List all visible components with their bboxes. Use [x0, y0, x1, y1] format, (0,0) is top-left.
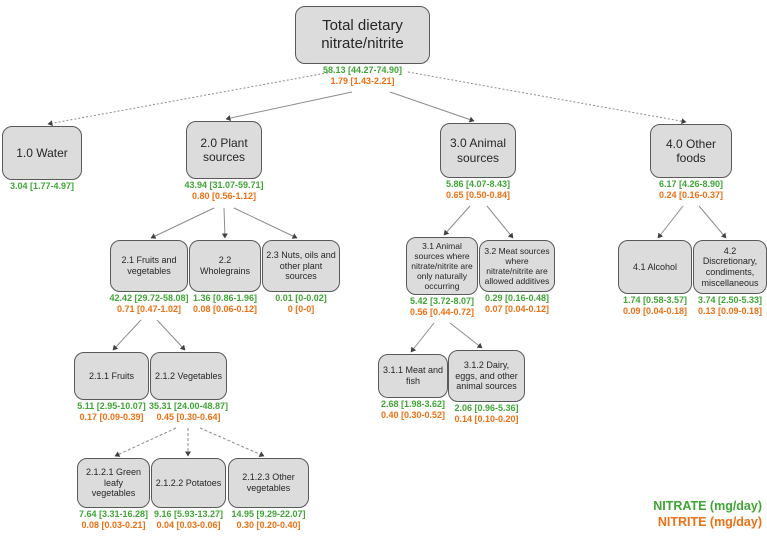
node-label: 2.2 Wholegrains	[199, 255, 251, 276]
node-animal-naturally-occurring: 3.1 Animal sources where nitrate/nitrite…	[406, 237, 478, 317]
nitrate-value: 2.68 [1.98-3.62]	[380, 399, 446, 409]
node-vegetables: 2.1.2 Vegetables 35.31 [24.00-48.87] 0.4…	[149, 352, 228, 422]
node-potatoes: 2.1.2.2 Potatoes 9.16 [5.93-13.27] 0.04 …	[151, 458, 226, 530]
node-values: 0.29 [0.16-0.48] 0.07 [0.04-0.12]	[485, 293, 549, 316]
node-label: 2.3 Nuts, oils and other plant sources	[266, 250, 336, 282]
node-fruits-and-vegetables: 2.1 Fruits and vegetables 42.42 [29.72-5…	[109, 240, 189, 314]
node-discretionary-condiments: 4.2 Discretionary, condiments, miscellan…	[693, 240, 767, 316]
nitrate-value: 35.31 [24.00-48.87]	[148, 401, 229, 411]
node-plant-sources: 2.0 Plant sources 43.94 [31.07-59.71] 0.…	[184, 121, 264, 201]
node-dairy-eggs-other-animal: 3.1.2 Dairy, eggs, and other animal sour…	[448, 350, 525, 424]
legend: NITRATE (mg/day) NITRITE (mg/day)	[653, 498, 762, 531]
nitrate-value: 58.13 [44.27-74.90]	[322, 65, 403, 75]
node-animal-sources: 3.0 Animal sources 5.86 [4.07-8.43] 0.65…	[440, 123, 516, 200]
node-green-leafy-vegetables: 2.1.2.1 Green leafy vegetables 7.64 [3.3…	[77, 458, 150, 530]
node-label: 4.1 Alcohol	[632, 261, 678, 272]
nitrite-value: 0.56 [0.44-0.72]	[409, 307, 475, 318]
node-values: 7.64 [3.31-16.28] 0.08 [0.03-0.21]	[79, 509, 148, 532]
nitrite-value: 0.07 [0.04-0.12]	[484, 304, 550, 315]
nitrate-value: 6.17 [4.26-8.90]	[658, 179, 724, 189]
node-values: 43.94 [31.07-59.71] 0.80 [0.56-1.12]	[184, 180, 263, 203]
node-label: 3.2 Meat sources where nitrate/nitrite a…	[484, 245, 550, 287]
nitrite-value: 0.24 [0.16-0.37]	[658, 190, 724, 201]
nitrite-value: 0.65 [0.50-0.84]	[445, 190, 511, 201]
node-values: 2.68 [1.98-3.62] 0.40 [0.30-0.52]	[381, 399, 445, 422]
nitrate-value: 43.94 [31.07-59.71]	[184, 180, 264, 190]
node-meat-and-fish: 3.1.1 Meat and fish 2.68 [1.98-3.62] 0.4…	[378, 354, 448, 420]
node-label: 2.1.2 Vegetables	[154, 370, 223, 381]
nitrate-value: 0.01 [0-0.02]	[275, 293, 327, 303]
nitrite-value: 0.40 [0.30-0.52]	[380, 410, 446, 421]
nitrite-value: 0.71 [0.47-1.02]	[116, 304, 182, 315]
nitrite-value: 0.45 [0.30-0.64]	[156, 412, 221, 423]
node-values: 3.74 [2.50-5.33] 0.13 [0.09-0.18]	[698, 295, 762, 318]
nitrate-value: 0.29 [0.16-0.48]	[484, 293, 550, 303]
nitrate-value: 5.42 [3.72-8.07]	[409, 296, 475, 306]
node-label: 4.0 Other foods	[665, 136, 717, 165]
nitrate-value: 42.42 [29.72-58.08]	[109, 293, 189, 303]
node-label: 2.1.2.1 Green leafy vegetables	[85, 467, 142, 499]
node-label: 2.1 Fruits and vegetables	[121, 255, 177, 276]
node-label: 3.1.1 Meat and fish	[382, 365, 444, 386]
node-values: 3.04 [1.77-4.97]	[10, 181, 74, 192]
nitrate-value: 14.95 [9.29-22.07]	[231, 509, 306, 519]
node-values: 42.42 [29.72-58.08] 0.71 [0.47-1.02]	[109, 293, 188, 316]
nitrite-value: 0.17 [0.09-0.39]	[79, 412, 144, 423]
node-alcohol: 4.1 Alcohol 1.74 [0.58-3.57] 0.09 [0.04-…	[618, 240, 692, 316]
node-values: 2.06 [0.96-5.36] 0.14 [0.10-0.20]	[454, 403, 518, 426]
node-fruits: 2.1.1 Fruits 5.11 [2.95-10.07] 0.17 [0.0…	[74, 352, 149, 422]
node-values: 5.11 [2.95-10.07] 0.17 [0.09-0.39]	[77, 401, 146, 424]
nitrite-value: 1.79 [1.43-2.21]	[330, 76, 395, 87]
node-label: 3.1.2 Dairy, eggs, and other animal sour…	[455, 360, 518, 392]
nitrite-value: 0.13 [0.09-0.18]	[697, 306, 763, 317]
node-values: 14.95 [9.29-22.07] 0.30 [0.20-0.40]	[231, 509, 305, 532]
nitrate-value: 3.74 [2.50-5.33]	[697, 295, 763, 305]
node-label: 2.0 Plant sources	[200, 135, 248, 164]
nitrate-value: 1.36 [0.86-1.96]	[192, 293, 258, 303]
legend-nitrite: NITRITE (mg/day)	[657, 514, 762, 529]
node-wholegrains: 2.2 Wholegrains 1.36 [0.86-1.96] 0.08 [0…	[189, 240, 261, 314]
nitrite-value: 0.08 [0.06-0.12]	[192, 304, 258, 315]
node-label: Total dietary nitrate/nitrite	[321, 17, 404, 52]
nitrite-value: 0.30 [0.20-0.40]	[236, 520, 301, 531]
nitrate-value: 5.11 [2.95-10.07]	[77, 401, 146, 411]
node-values: 5.42 [3.72-8.07] 0.56 [0.44-0.72]	[410, 296, 474, 319]
node-label: 2.1.2.3 Other vegetables	[242, 472, 295, 493]
node-values: 6.17 [4.26-8.90] 0.24 [0.16-0.37]	[659, 179, 723, 202]
node-values: 35.31 [24.00-48.87] 0.45 [0.30-0.64]	[149, 401, 228, 424]
node-values: 9.16 [5.93-13.27] 0.04 [0.03-0.06]	[154, 509, 223, 532]
node-water: 1.0 Water 3.04 [1.77-4.97]	[2, 126, 82, 191]
nitrate-value: 2.06 [0.96-5.36]	[454, 403, 519, 413]
legend-nitrate: NITRATE (mg/day)	[653, 498, 762, 513]
node-values: 0.01 [0-0.02] 0 [0-0]	[275, 293, 327, 316]
node-label: 3.0 Animal sources	[449, 136, 507, 165]
node-label: 4.2 Discretionary, condiments, miscellan…	[701, 245, 759, 288]
nitrate-value: 5.86 [4.07-8.43]	[445, 179, 511, 189]
node-values: 1.74 [0.58-3.57] 0.09 [0.04-0.18]	[623, 295, 687, 318]
node-label: 3.1 Animal sources where nitrate/nitrite…	[411, 240, 473, 292]
nitrite-value: 0.08 [0.03-0.21]	[81, 520, 146, 531]
nitrate-value: 9.16 [5.93-13.27]	[153, 509, 224, 519]
nitrite-value: 0 [0-0]	[287, 304, 315, 315]
node-nuts-oils-other-plant: 2.3 Nuts, oils and other plant sources 0…	[262, 240, 340, 314]
nitrite-value: 0.04 [0.03-0.06]	[156, 520, 221, 531]
node-values: 5.86 [4.07-8.43] 0.65 [0.50-0.84]	[446, 179, 510, 202]
node-label: 1.0 Water	[16, 145, 68, 160]
nitrate-value: 1.74 [0.58-3.57]	[622, 295, 688, 305]
node-values: 1.36 [0.86-1.96] 0.08 [0.06-0.12]	[193, 293, 257, 316]
node-label: 2.1.2.2 Potatoes	[155, 477, 222, 488]
node-meat-allowed-additives: 3.2 Meat sources where nitrate/nitrite a…	[479, 240, 555, 314]
nitrite-value: 0.14 [0.10-0.20]	[454, 414, 519, 425]
nitrate-value: 3.04 [1.77-4.97]	[9, 181, 75, 191]
nitrite-value: 0.09 [0.04-0.18]	[622, 306, 688, 317]
nitrate-value: 7.64 [3.31-16.28]	[78, 509, 149, 519]
node-values: 58.13 [44.27-74.90] 1.79 [1.43-2.21]	[323, 65, 402, 88]
node-total-dietary: Total dietary nitrate/nitrite 58.13 [44.…	[295, 6, 430, 86]
node-label: 2.1.1 Fruits	[88, 370, 135, 381]
node-other-vegetables: 2.1.2.3 Other vegetables 14.95 [9.29-22.…	[228, 458, 309, 530]
nitrite-value: 0.80 [0.56-1.12]	[191, 191, 257, 202]
node-other-foods: 4.0 Other foods 6.17 [4.26-8.90] 0.24 [0…	[650, 124, 732, 200]
